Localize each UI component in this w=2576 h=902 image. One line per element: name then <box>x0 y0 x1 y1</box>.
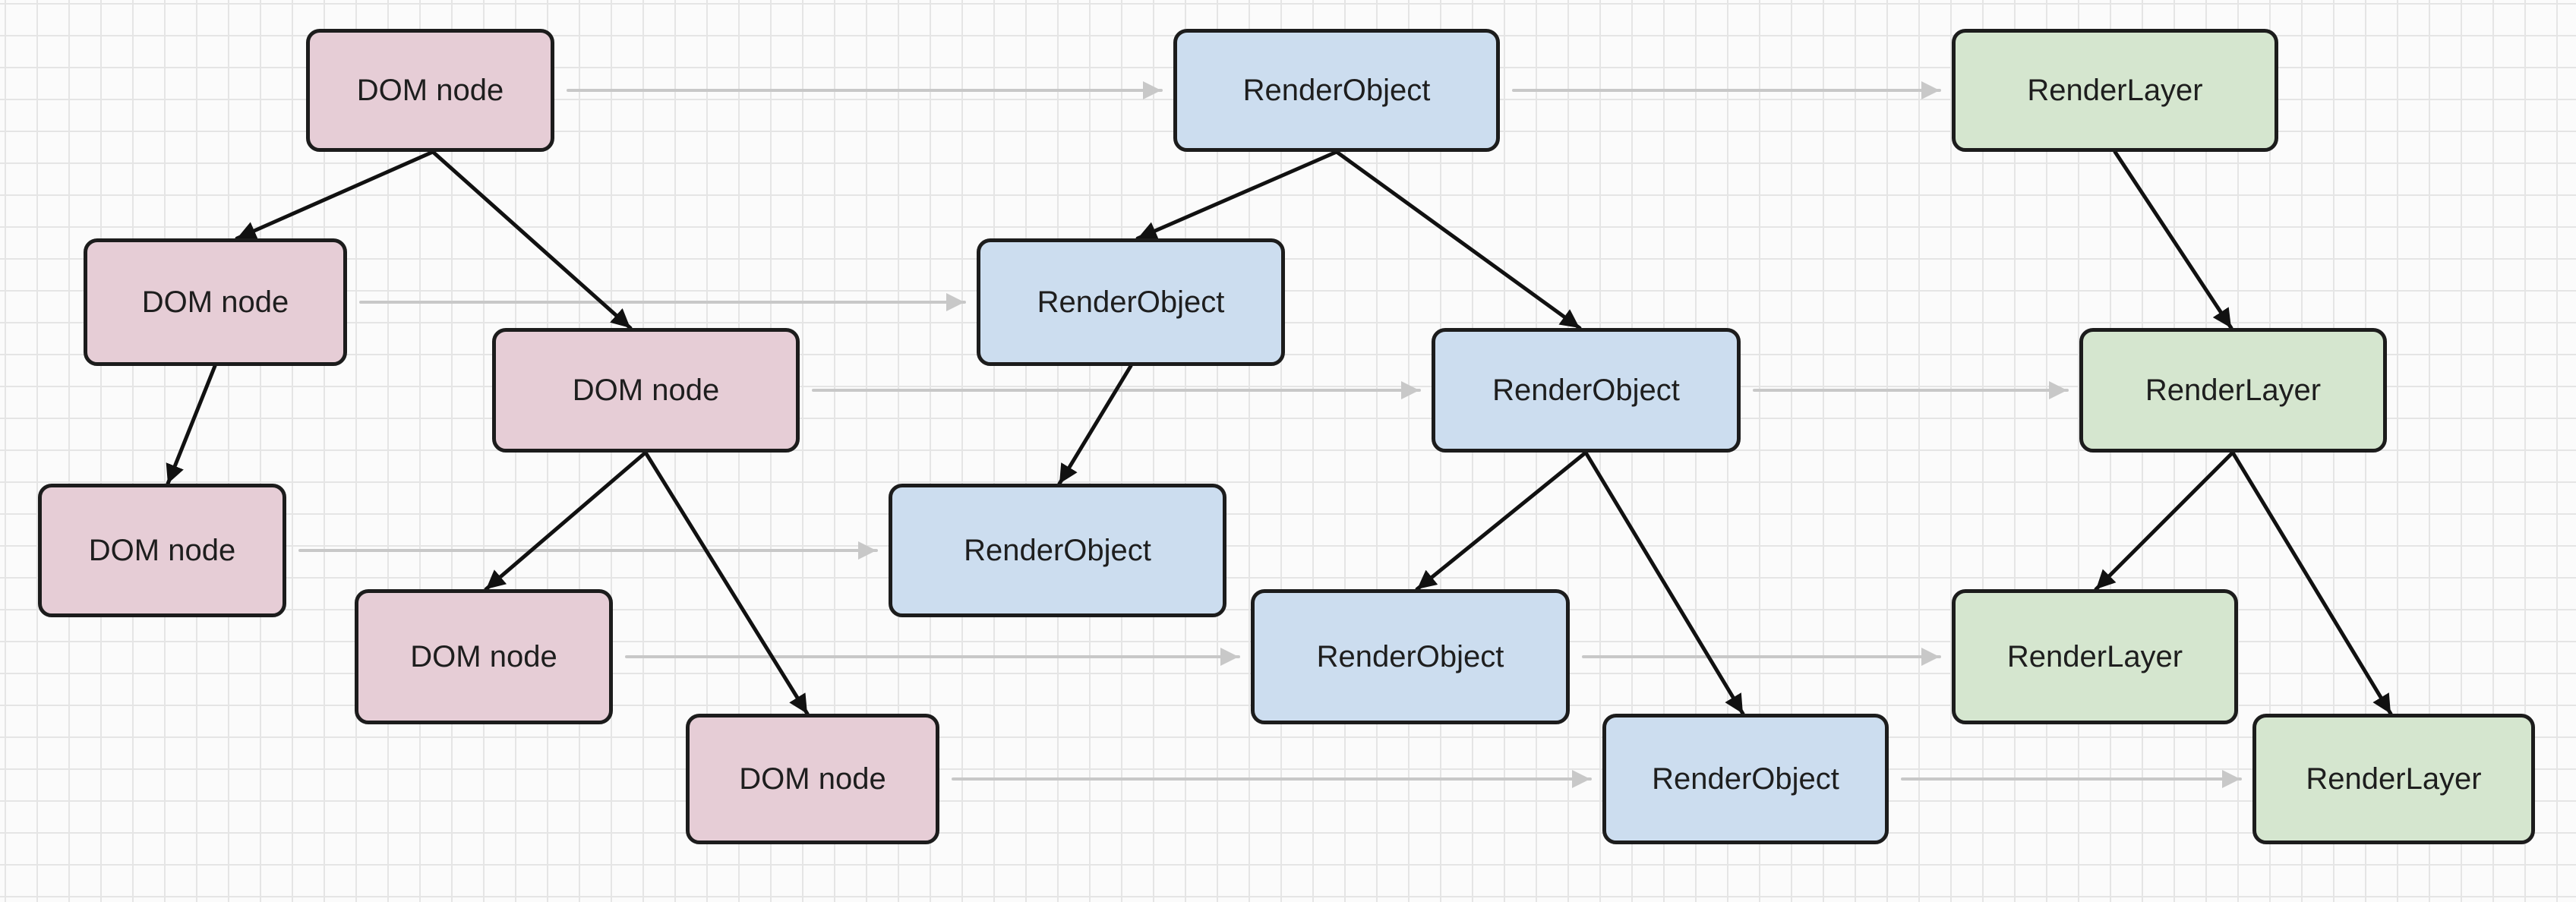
render-object-root: RenderObject <box>1173 29 1500 152</box>
tree-edge-arrow <box>235 150 435 241</box>
tree-edge-arrow <box>166 364 217 486</box>
dom-node: DOM node <box>38 484 286 617</box>
render-object: RenderObject <box>977 238 1285 366</box>
render-layer: RenderLayer <box>1952 589 2238 724</box>
tree-edge-arrow <box>643 450 810 716</box>
mapping-edges <box>298 81 2242 788</box>
render-layer: RenderLayer <box>2252 714 2535 844</box>
dom-node: DOM node <box>492 328 800 453</box>
render-object: RenderObject <box>1602 714 1889 844</box>
tree-edge-arrow <box>1334 150 1582 330</box>
render-layer: RenderLayer <box>2079 328 2387 453</box>
dom-node: DOM node <box>686 714 939 844</box>
render-object: RenderObject <box>1432 328 1741 453</box>
tree-edge-arrow <box>2230 450 2393 716</box>
tree-edge-arrow <box>1583 450 1745 716</box>
tree-edges <box>166 150 2393 716</box>
render-object: RenderObject <box>1251 589 1570 724</box>
dom-node: DOM node <box>84 238 347 366</box>
tree-edge-arrow <box>431 150 633 330</box>
tree-edge-arrow <box>1135 150 1339 241</box>
tree-edge-arrow <box>1415 450 1588 591</box>
tree-edge-arrow <box>2094 450 2235 591</box>
tree-edge-arrow <box>484 450 648 591</box>
tree-edge-arrow <box>2113 150 2233 330</box>
render-object: RenderObject <box>889 484 1226 617</box>
render-layer-root: RenderLayer <box>1952 29 2278 152</box>
dom-node-root: DOM node <box>306 29 554 152</box>
dom-node: DOM node <box>355 589 613 724</box>
tree-edge-arrow <box>1057 364 1133 486</box>
